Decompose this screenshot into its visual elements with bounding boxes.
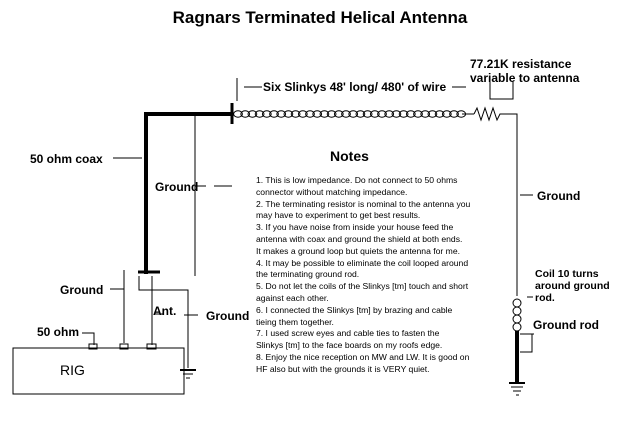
note-line: may have to experiment to get best resul… xyxy=(256,210,421,221)
slinky-loop xyxy=(269,110,279,118)
slinky-loop xyxy=(434,110,445,118)
slinky-loop xyxy=(261,110,272,118)
notes-title: Notes xyxy=(330,148,369,164)
slinky-loop xyxy=(348,110,359,118)
slinky-loop xyxy=(254,110,265,118)
slinky-loop xyxy=(384,110,395,118)
slinky-loop xyxy=(290,110,301,118)
slinky-loop xyxy=(355,110,366,118)
slinky-loop xyxy=(333,110,344,118)
diagram-title: Ragnars Terminated Helical Antenna xyxy=(172,8,468,27)
slinky-loop xyxy=(247,110,258,118)
slinky-loop xyxy=(233,110,243,118)
slinky-loop xyxy=(341,110,351,118)
coil-label-line2: around ground xyxy=(535,280,610,292)
resistor-symbol xyxy=(473,106,512,122)
slinky-loop xyxy=(405,110,416,118)
slinky-loop xyxy=(305,110,315,118)
slinky-loop xyxy=(369,110,380,118)
ground-label-left: Ground xyxy=(60,283,104,297)
rig-label: RIG xyxy=(60,362,85,378)
slinky-loop xyxy=(413,110,423,118)
slinky-loop xyxy=(391,110,402,118)
note-line: connector without matching impedance. xyxy=(256,186,408,197)
slinky-loop xyxy=(441,110,452,118)
slinkys-label: Six Slinkys 48' long/ 480' of wire xyxy=(263,80,447,94)
slinky-loop xyxy=(240,110,251,118)
slinky-loop xyxy=(326,110,337,118)
coil-label-line1: Coil 10 turns xyxy=(535,268,599,280)
note-line: Slinkys [tm] to the face boards on my ro… xyxy=(256,340,443,351)
fifty-ohm-label: 50 ohm xyxy=(37,325,80,339)
resistance-label-line1: 77.21K resistance xyxy=(470,57,572,71)
note-line: 1. This is low impedance. Do not connect… xyxy=(256,175,458,185)
slinky-loop xyxy=(276,110,287,118)
note-line: 6. I connected the Slinkys [tm] by brazi… xyxy=(256,304,453,315)
resistance-label-line2: variable to antenna xyxy=(470,71,580,85)
slinky-coils xyxy=(233,110,467,118)
right-ground-wire xyxy=(512,113,518,296)
note-line: 2. The terminating resistor is nominal t… xyxy=(256,198,471,209)
slinky-loop xyxy=(319,110,330,118)
slinky-loop xyxy=(427,110,438,118)
slinky-loop xyxy=(362,110,373,118)
ground-label-bottom: Ground xyxy=(206,309,250,323)
note-line: 8. Enjoy the nice reception on MW and LW… xyxy=(256,351,470,362)
note-line: tieing them together. xyxy=(256,316,334,327)
slinky-loop xyxy=(297,110,308,118)
ground-rod-coil xyxy=(512,298,522,332)
ant-label: Ant. xyxy=(153,304,177,318)
slinky-loop xyxy=(377,110,387,118)
slinky-loop xyxy=(398,110,409,118)
slinky-loop xyxy=(312,110,323,118)
coax-label: 50 ohm coax xyxy=(30,152,103,166)
note-line: against each other. xyxy=(256,292,329,303)
note-line: HF also but with the grounds it is VERY … xyxy=(256,363,430,374)
note-line: the terminating ground rod. xyxy=(256,269,360,280)
slinky-loop xyxy=(449,110,459,118)
ground-rod-label: Ground rod xyxy=(533,318,599,332)
note-line: 4. It may be possible to eliminate the c… xyxy=(256,257,469,268)
slinky-loop xyxy=(283,110,294,118)
notes-list: 1. This is low impedance. Do not connect… xyxy=(256,175,506,376)
slinky-loop xyxy=(420,110,431,118)
note-line: 7. I used screw eyes and cable ties to f… xyxy=(256,328,440,339)
ground-label-mid: Ground xyxy=(155,180,199,194)
note-line: 3. If you have noise from inside your ho… xyxy=(256,222,454,233)
note-line: It makes a ground loop but quiets the an… xyxy=(256,245,460,256)
coil-label-line3: rod. xyxy=(535,292,555,304)
note-line: 5. Do not let the coils of the Slinkys [… xyxy=(256,281,469,292)
rig-box xyxy=(12,347,185,395)
note-line: antenna with coax and ground the shield … xyxy=(256,233,463,244)
coax-line xyxy=(144,112,232,274)
ground-label-right: Ground xyxy=(537,189,581,203)
